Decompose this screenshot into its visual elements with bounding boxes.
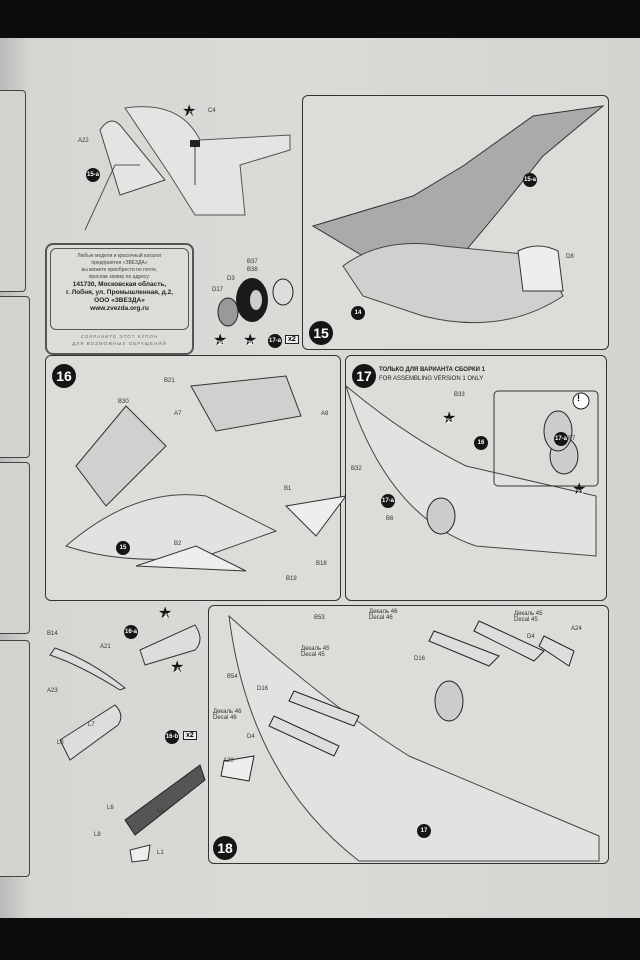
step-note-en: FOR ASSEMBLING VERSION 1 ONLY: [379, 376, 484, 382]
part-label: A24: [571, 626, 582, 632]
coupon-text: вы можете приобрести по почте,: [81, 267, 158, 273]
part-label: B33: [454, 392, 465, 398]
part-badge: 17: [417, 824, 431, 838]
step-18-panel: 18 B53 B54 D16 D16 D4 D4 A24 A20 17 Дека…: [208, 605, 609, 864]
part-label: B18: [316, 561, 327, 567]
part-label: A8: [321, 411, 329, 417]
step-17-panel: 17 ТОЛЬКО ДЛЯ ВАРИАНТА СБОРКИ 1 FOR ASSE…: [345, 355, 607, 601]
part-label: B38: [247, 267, 258, 273]
part-label: D17: [212, 287, 224, 293]
step-17-drawing: [345, 384, 599, 557]
part-label: B2: [174, 541, 182, 547]
part-label: D4: [527, 634, 535, 640]
part-label: B21: [164, 378, 175, 384]
part-label: B54: [227, 674, 238, 680]
substep-badge: 17-a: [268, 334, 282, 348]
previous-page-panel: [0, 640, 30, 877]
multiplier: x2: [285, 335, 299, 344]
part-label: L1: [157, 808, 164, 814]
part-badge: 16: [474, 436, 488, 450]
part-label: B32: [351, 466, 362, 472]
part-label: D3: [227, 276, 235, 282]
part-label: A23: [47, 688, 58, 694]
coupon-address: ООО «ЗВЕЗДА»: [94, 297, 145, 304]
star-marker: ★35: [213, 332, 228, 349]
step-note-ru: ТОЛЬКО ДЛЯ ВАРИАНТА СБОРКИ 1: [379, 367, 485, 373]
step-number: 15: [309, 321, 333, 345]
star-marker: ★20: [243, 332, 258, 349]
part-badge: 14: [351, 306, 365, 320]
substep-badge: 15-a: [523, 173, 537, 187]
part-label: D8: [566, 254, 574, 260]
part-label: A21: [100, 644, 111, 650]
step-number: 18: [213, 836, 237, 860]
part-badge: 15: [116, 541, 130, 555]
part-label: B7: [568, 436, 576, 442]
substep-badge: 16-b: [165, 730, 179, 744]
step-15-panel: 15 15-a D8 14: [302, 95, 609, 350]
coupon-footer: СОХРАНИТЕ ЭТОТ КУПОН: [80, 334, 159, 339]
part-label: D16: [414, 656, 426, 662]
part-label: L1: [157, 850, 164, 856]
coupon-footer: ДЛЯ ВОЗМОЖНЫХ ОБРАЩЕНИЙ: [72, 341, 167, 346]
part-label: L8: [94, 832, 101, 838]
part-label: A22: [78, 138, 89, 144]
coupon-address: 141730, Московская область,: [72, 281, 167, 288]
previous-page-panel: [0, 90, 26, 292]
part-label: B14: [47, 631, 58, 637]
substep-badge: 17-a: [554, 432, 568, 446]
step-18-drawing: [220, 614, 600, 862]
step-15-drawing: [311, 105, 605, 324]
part-label: C4: [208, 108, 216, 114]
star-marker: ★5: [182, 103, 197, 120]
substep-badge: 17-a: [381, 494, 395, 508]
coupon-text: прислав заявку по адресу:: [88, 274, 151, 280]
part-label: A7: [174, 411, 182, 417]
step-number: 16: [52, 364, 76, 388]
part-label: L6: [107, 805, 114, 811]
step-16-panel: 16 B21 B30 A7 A8 B1 B2 15 B18 B19: [45, 355, 348, 601]
coupon-text: Любые модели и красочный каталог: [77, 253, 162, 259]
multiplier: x2: [183, 731, 197, 740]
part-label: B30: [118, 399, 129, 405]
step-number: 17: [352, 364, 376, 388]
part-label: B53: [314, 615, 325, 621]
address-coupon: Любые модели и красочный каталог предпри…: [45, 243, 194, 355]
part-label: A20: [223, 758, 234, 764]
website-link[interactable]: www.zvezda.org.ru: [90, 305, 149, 312]
part-label: B19: [286, 576, 297, 582]
part-label: L8: [57, 740, 64, 746]
part-label: B6: [386, 516, 394, 522]
star-marker: ★23: [572, 481, 587, 498]
part-label: L7: [88, 722, 95, 728]
part-label: B1: [284, 486, 292, 492]
part-label: D16: [257, 686, 269, 692]
coupon-text: предприятия «ЗВЕЗДА»: [91, 260, 148, 266]
star-marker: ★23: [442, 410, 457, 427]
part-label: B37: [247, 259, 258, 265]
part-label: D4: [247, 734, 255, 740]
substep-badge: 16-a: [124, 625, 138, 639]
previous-page-panel: [0, 462, 30, 634]
warning-icon: !: [577, 393, 580, 403]
star-marker: ★8: [158, 605, 173, 622]
coupon-address: г. Лобня, ул. Промышленная, д.2,: [65, 289, 173, 296]
substep-badge: 15-a: [86, 168, 100, 182]
previous-page-panel: [0, 296, 30, 458]
star-marker: ★5: [170, 659, 185, 676]
